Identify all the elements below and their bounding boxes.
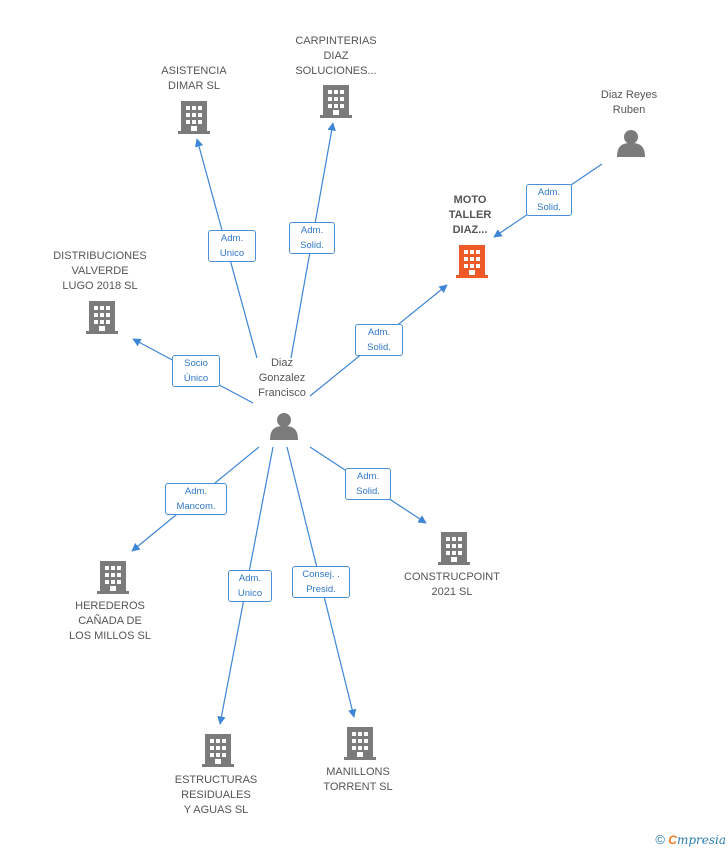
- building-icon[interactable]: [320, 85, 352, 118]
- building-icon[interactable]: [456, 245, 488, 278]
- building-icon[interactable]: [438, 532, 470, 565]
- building-icon[interactable]: [344, 727, 376, 760]
- company-label-manillons[interactable]: MANILLONS TORRENT SL: [323, 766, 393, 793]
- edge-label: Adm. Unico: [208, 230, 256, 262]
- building-icon[interactable]: [86, 301, 118, 334]
- person-label-diaz-reyes[interactable]: Diaz Reyes Ruben: [600, 89, 658, 116]
- edge-label: Adm. Solid.: [345, 468, 391, 500]
- edge-label: Adm. Solid.: [289, 222, 335, 254]
- brand-name: mpresia: [676, 833, 726, 847]
- edge-label: Consej. . Presid.: [292, 566, 350, 598]
- company-label-carpinterias[interactable]: CARPINTERIAS DIAZ SOLUCIONES...: [295, 35, 377, 77]
- edge-label: Adm. Solid.: [355, 324, 403, 356]
- company-label-herederos[interactable]: HEREDEROS CAÑADA DE LOS MILLOS SL: [69, 600, 151, 642]
- building-icon[interactable]: [202, 734, 234, 767]
- brand-footer[interactable]: © Cmpresia: [655, 832, 726, 847]
- person-icon[interactable]: [617, 130, 645, 157]
- person-icon[interactable]: [270, 413, 298, 440]
- brand-initial: C: [668, 833, 677, 847]
- edge-label: Adm. Unico: [228, 570, 272, 602]
- company-label-estructuras[interactable]: ESTRUCTURAS RESIDUALES Y AGUAS SL: [174, 774, 258, 816]
- company-label-asistencia[interactable]: ASISTENCIA DIMAR SL: [161, 65, 227, 92]
- edge-label: Adm. Solid.: [526, 184, 572, 216]
- person-label-center[interactable]: Diaz Gonzalez Francisco: [258, 357, 306, 399]
- building-icon[interactable]: [178, 101, 210, 134]
- copyright-icon: ©: [655, 832, 665, 847]
- company-label-distribuciones[interactable]: DISTRIBUCIONES VALVERDE LUGO 2018 SL: [53, 250, 147, 292]
- building-icon[interactable]: [97, 561, 129, 594]
- edge-label: Socio Único: [172, 355, 220, 387]
- focus-company-label[interactable]: MOTO TALLER DIAZ...: [448, 194, 492, 236]
- company-label-construcpoint[interactable]: CONSTRUCPOINT 2021 SL: [404, 571, 500, 598]
- edge-label: Adm. Mancom.: [165, 483, 227, 515]
